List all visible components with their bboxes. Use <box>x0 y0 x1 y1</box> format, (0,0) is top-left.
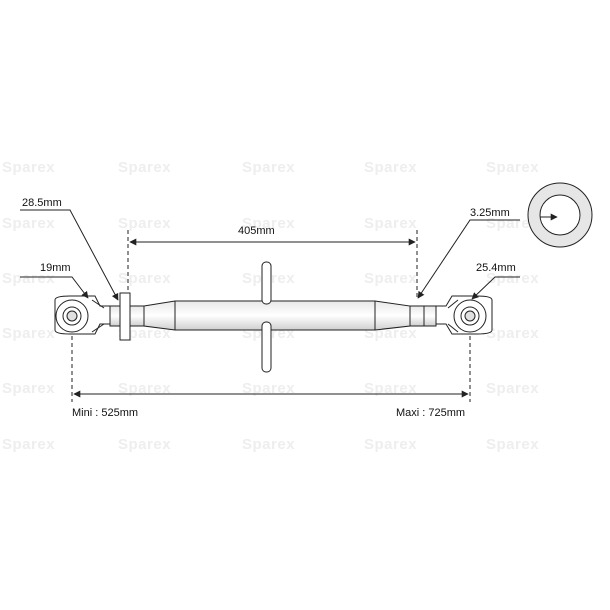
watermark-text: Sparex <box>242 436 295 453</box>
dimension-lines <box>20 209 520 402</box>
watermark-text: Sparex <box>486 380 539 397</box>
watermark-text: Sparex <box>118 436 171 453</box>
min-length-label: Mini : 525mm <box>72 407 138 419</box>
right-collar <box>409 305 425 327</box>
length-405-label: 405mm <box>238 225 275 237</box>
left-hole-label: 19mm <box>40 262 71 274</box>
left-collar <box>129 305 145 327</box>
watermark-text: Sparex <box>486 215 539 232</box>
watermark-text: Sparex <box>2 159 55 176</box>
watermark-text: Sparex <box>118 270 171 287</box>
watermark-text: Sparex <box>242 215 295 232</box>
watermark-text: Sparex <box>364 436 417 453</box>
tube-body <box>143 300 411 331</box>
right-ball-end <box>435 295 493 335</box>
left-thread <box>109 305 121 327</box>
watermark-text: Sparex <box>118 325 171 342</box>
watermark-text: Sparex <box>2 270 55 287</box>
left-width-label: 28.5mm <box>22 197 62 209</box>
watermark-text: Sparex <box>364 159 417 176</box>
hole-diameter-label: 3.25mm <box>470 207 510 219</box>
right-width-label: 25.4mm <box>476 262 516 274</box>
watermark-text: Sparex <box>118 215 171 232</box>
top-link <box>54 261 493 373</box>
watermark-text: Sparex <box>486 159 539 176</box>
watermark-text: Sparex <box>486 436 539 453</box>
watermark-text: Sparex <box>2 436 55 453</box>
max-length-label: Maxi : 725mm <box>396 407 465 419</box>
watermark-text: Sparex <box>242 159 295 176</box>
hole-detail <box>527 182 593 248</box>
watermark-text: Sparex <box>2 380 55 397</box>
handle <box>261 261 272 373</box>
watermark-text: Sparex <box>486 270 539 287</box>
left-ball-end <box>54 295 113 335</box>
watermark-text: Sparex <box>364 270 417 287</box>
watermark-text: Sparex <box>364 215 417 232</box>
left-locknut <box>119 292 131 341</box>
watermark-text: Sparex <box>2 325 55 342</box>
watermark-text: Sparex <box>486 325 539 342</box>
watermark-text: Sparex <box>2 215 55 232</box>
watermark-text: Sparex <box>118 159 171 176</box>
right-thread <box>423 305 437 327</box>
